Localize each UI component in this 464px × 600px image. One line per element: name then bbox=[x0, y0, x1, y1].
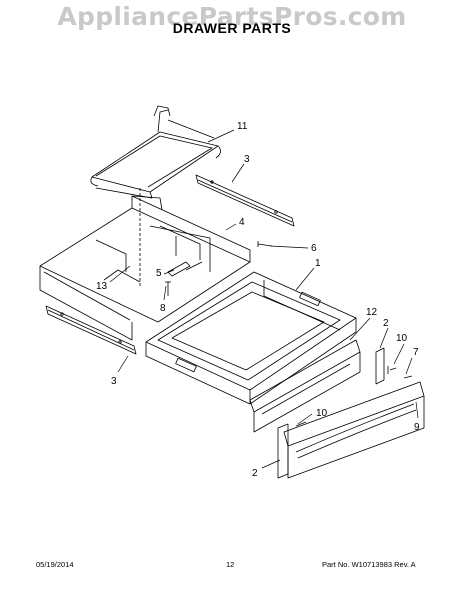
part-2-end-cap-lower bbox=[277, 423, 289, 479]
callout-4: 4 bbox=[239, 217, 245, 228]
callout-12: 12 bbox=[366, 307, 378, 318]
footer-part-number: Part No. W10713983 Rev. A bbox=[322, 560, 416, 569]
callout-10-lower: 10 bbox=[316, 408, 328, 419]
part-7-screw bbox=[403, 375, 413, 379]
page-title: DRAWER PARTS bbox=[172, 20, 292, 36]
callout-2-upper: 2 bbox=[383, 318, 389, 329]
callout-1: 1 bbox=[315, 258, 321, 269]
part-9-drawer-front bbox=[283, 381, 425, 479]
callout-2-lower: 2 bbox=[252, 468, 258, 479]
callout-5: 5 bbox=[156, 268, 162, 279]
leader-lines bbox=[109, 129, 419, 469]
part-10-screw-upper bbox=[387, 366, 397, 374]
part-6-screw bbox=[257, 241, 273, 247]
part-12-inner-panel bbox=[249, 339, 361, 433]
part-4-drawer-housing bbox=[39, 195, 251, 341]
part-1-drawer-pan bbox=[145, 271, 357, 405]
part-11-heater-assembly bbox=[90, 105, 221, 199]
part-8-screw bbox=[165, 281, 171, 296]
callout-11: 11 bbox=[237, 121, 248, 132]
footer-date: 05/19/2014 bbox=[36, 560, 74, 569]
callout-10-upper: 10 bbox=[396, 333, 408, 344]
callout-9: 9 bbox=[414, 422, 420, 433]
part-2-end-cap-upper bbox=[375, 347, 385, 385]
callout-13: 13 bbox=[96, 281, 108, 292]
footer-page-number: 12 bbox=[226, 560, 235, 569]
part-3-upper-slide-rail bbox=[195, 174, 295, 227]
part-10-screw-lower bbox=[295, 421, 307, 427]
callout-3-upper: 3 bbox=[244, 154, 250, 165]
callout-3-lower: 3 bbox=[111, 376, 117, 387]
callout-7: 7 bbox=[413, 347, 419, 358]
watermark-logo: AppliancePartsPros.com bbox=[57, 2, 407, 31]
callout-8: 8 bbox=[160, 303, 166, 314]
callout-6: 6 bbox=[311, 243, 317, 254]
part-5-clip bbox=[167, 261, 191, 277]
part-13-side-rail bbox=[45, 305, 137, 355]
